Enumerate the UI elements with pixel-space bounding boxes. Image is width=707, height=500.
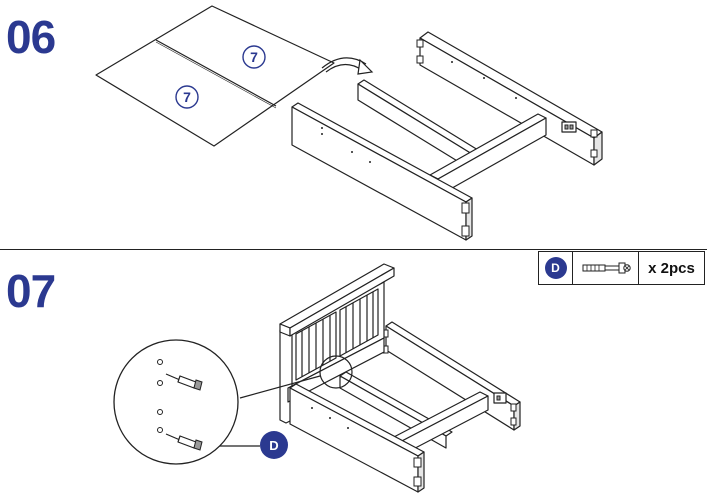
- step-divider: [0, 249, 707, 250]
- slat-label-a: 7: [242, 45, 266, 69]
- side-rail-left: [291, 102, 473, 241]
- headboard-panel-left: [295, 311, 337, 381]
- cam-bolt-detail-upper: [165, 373, 203, 391]
- parts-quantity: x 2pcs: [648, 259, 695, 277]
- headboard: [279, 263, 395, 424]
- detail-magnifier: [113, 339, 239, 465]
- slat-panel: [95, 5, 335, 147]
- parts-table: D x 2pcs: [538, 251, 705, 285]
- cam-bolt-icon: [582, 262, 631, 274]
- step-6-number: 06: [6, 11, 56, 63]
- bed-side-rail-left: [289, 383, 425, 493]
- part-d-badge: D: [544, 257, 567, 279]
- leader-lines: [213, 375, 321, 447]
- slat-label-b-text: 7: [183, 89, 191, 105]
- cam-bolt-detail-lower: [165, 433, 203, 451]
- callout-badge-d: D: [260, 431, 288, 459]
- slat-label-b: 7: [175, 85, 199, 109]
- step-7-number: 07: [6, 265, 56, 317]
- curved-arrow: [321, 57, 374, 75]
- slat-label-a-text: 7: [250, 49, 258, 65]
- parts-quantity-cell: x 2pcs: [639, 252, 704, 284]
- parts-image-cell: [573, 252, 639, 284]
- side-rail-right: [416, 31, 603, 166]
- headboard-panel-right: [339, 288, 379, 357]
- callout-badge-d-text: D: [269, 438, 278, 453]
- parts-label-cell: D: [539, 252, 573, 284]
- detail-target-circle: [319, 355, 353, 389]
